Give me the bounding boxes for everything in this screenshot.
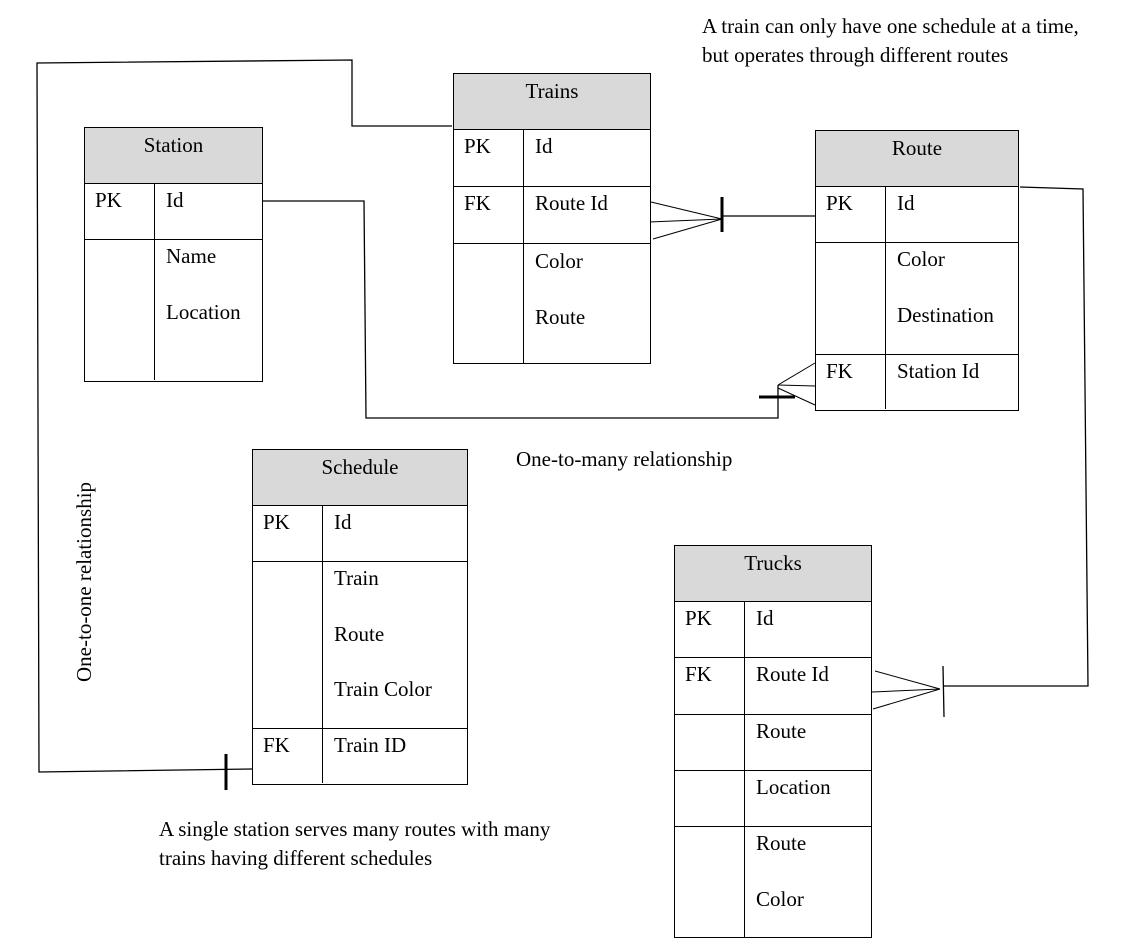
field: Id: [334, 510, 352, 534]
key-label: FK: [816, 355, 886, 409]
note-station-serves: A single station serves many routes with…: [159, 817, 551, 870]
entity-trucks[interactable]: Trucks PK Id FK Route Id Route Location …: [674, 545, 872, 938]
key-label: PK: [816, 187, 886, 242]
entity-title: Schedule: [253, 450, 467, 506]
field: Color: [535, 249, 583, 273]
key-label: PK: [253, 506, 323, 561]
crowfoot-line: [872, 688, 941, 710]
field: Id: [756, 606, 774, 630]
field: Id: [535, 134, 553, 158]
entity-schedule[interactable]: Schedule PK Id Train Route Train Color F…: [252, 449, 468, 785]
note-one-to-many: One-to-many relationship: [516, 447, 733, 471]
entity-row: FK Route Id: [454, 187, 650, 244]
connector-station-route: [263, 200, 779, 419]
field: Color: [756, 886, 804, 911]
field: Route: [756, 719, 807, 743]
field: Location: [756, 775, 831, 799]
crowfoot-line: [871, 688, 941, 693]
entity-row: FK Station Id: [816, 355, 1018, 409]
field: Route Id: [535, 191, 608, 215]
connector-route-trucks: [943, 186, 1089, 687]
field: Name: [166, 244, 217, 268]
entity-row: Location: [675, 771, 871, 827]
field: Destination: [897, 302, 994, 327]
field: Train: [334, 566, 379, 590]
entity-row: PK Id: [253, 506, 467, 562]
field: Route: [756, 831, 807, 855]
key-label: [454, 244, 524, 364]
entity-row: PK Id: [816, 187, 1018, 243]
key-label: FK: [454, 187, 524, 243]
field: Train ID: [334, 733, 407, 757]
field: Id: [166, 188, 184, 212]
key-label: [253, 562, 323, 728]
entity-row: PK Id: [85, 184, 262, 240]
key-label: [675, 771, 745, 826]
key-label: PK: [675, 602, 745, 657]
crowfoot-line: [874, 670, 941, 690]
key-label: FK: [253, 729, 323, 783]
crowfoot-line: [652, 218, 723, 240]
key-label: [675, 715, 745, 770]
key-label: [816, 243, 886, 354]
field: Route: [334, 621, 385, 646]
crowfoot-line: [650, 201, 723, 220]
one-bar-trucks: [942, 665, 945, 718]
entity-row: PK Id: [675, 602, 871, 658]
connector-schedule-trains: [36, 59, 452, 773]
key-label: PK: [85, 184, 155, 239]
entity-row: FK Route Id: [675, 658, 871, 715]
key-label: [675, 827, 745, 937]
entity-row: Route: [675, 715, 871, 771]
field: Location: [166, 299, 241, 324]
entity-row: Name Location: [85, 240, 262, 380]
field: Color: [897, 247, 945, 271]
entity-route[interactable]: Route PK Id Color Destination FK Station…: [815, 130, 1019, 411]
crowfoot-line: [777, 387, 816, 406]
key-label: PK: [454, 130, 524, 186]
entity-row: Color Destination: [816, 243, 1018, 355]
field: Station Id: [897, 359, 980, 383]
note-train-schedule: A train can only have one schedule at a …: [702, 14, 1079, 67]
entity-row: FK Train ID: [253, 729, 467, 783]
note-one-to-one: One-to-one relationship: [72, 481, 96, 682]
entity-row: Route Color: [675, 827, 871, 937]
key-label: FK: [675, 658, 745, 714]
entity-station[interactable]: Station PK Id Name Location: [84, 127, 263, 382]
entity-row: PK Id: [454, 130, 650, 187]
crowfoot-line: [777, 362, 816, 386]
key-label: [85, 240, 155, 380]
entity-title: Station: [85, 128, 262, 184]
entity-row: Train Route Train Color: [253, 562, 467, 729]
entity-row: Color Route: [454, 244, 650, 364]
entity-title: Trucks: [675, 546, 871, 602]
crowfoot-line: [648, 218, 723, 223]
field: Route Id: [756, 662, 829, 686]
field: Route: [535, 304, 586, 329]
field: Id: [897, 191, 915, 215]
field: Train Color: [334, 677, 432, 701]
entity-trains[interactable]: Trains PK Id FK Route Id Color Route: [453, 73, 651, 364]
entity-title: Route: [816, 131, 1018, 187]
crowfoot-line: [777, 384, 816, 387]
entity-title: Trains: [454, 74, 650, 130]
